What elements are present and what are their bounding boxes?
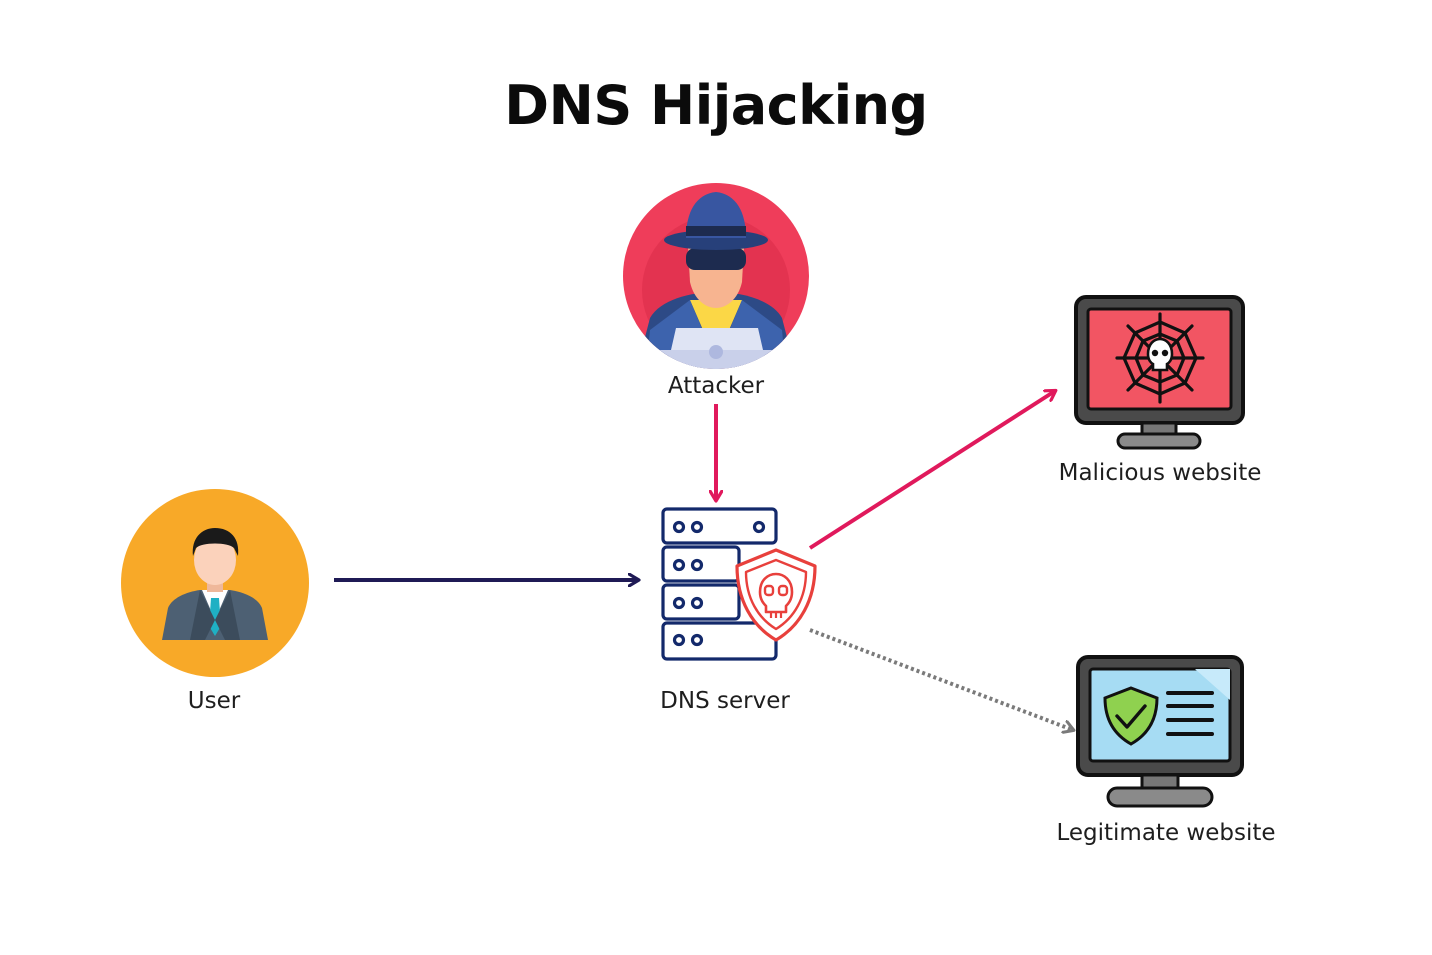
businessman-icon	[121, 489, 309, 677]
legitimate-website-label: Legitimate website	[1056, 820, 1276, 846]
edge-dns-to-legitimate	[809, 628, 1073, 730]
attacker-label: Attacker	[667, 373, 765, 399]
user-label: User	[187, 688, 241, 714]
monitor-spiderweb-skull-icon	[1074, 295, 1245, 450]
server-skull-shield-icon	[661, 507, 817, 661]
dns-server-label: DNS server	[660, 688, 790, 714]
malicious-website-label: Malicious website	[1058, 460, 1262, 486]
hacker-icon	[623, 183, 809, 369]
diagram-title: DNS Hijacking	[504, 74, 928, 137]
edge-dns-to-malicious	[808, 391, 1055, 550]
monitor-check-shield-icon	[1076, 655, 1244, 808]
